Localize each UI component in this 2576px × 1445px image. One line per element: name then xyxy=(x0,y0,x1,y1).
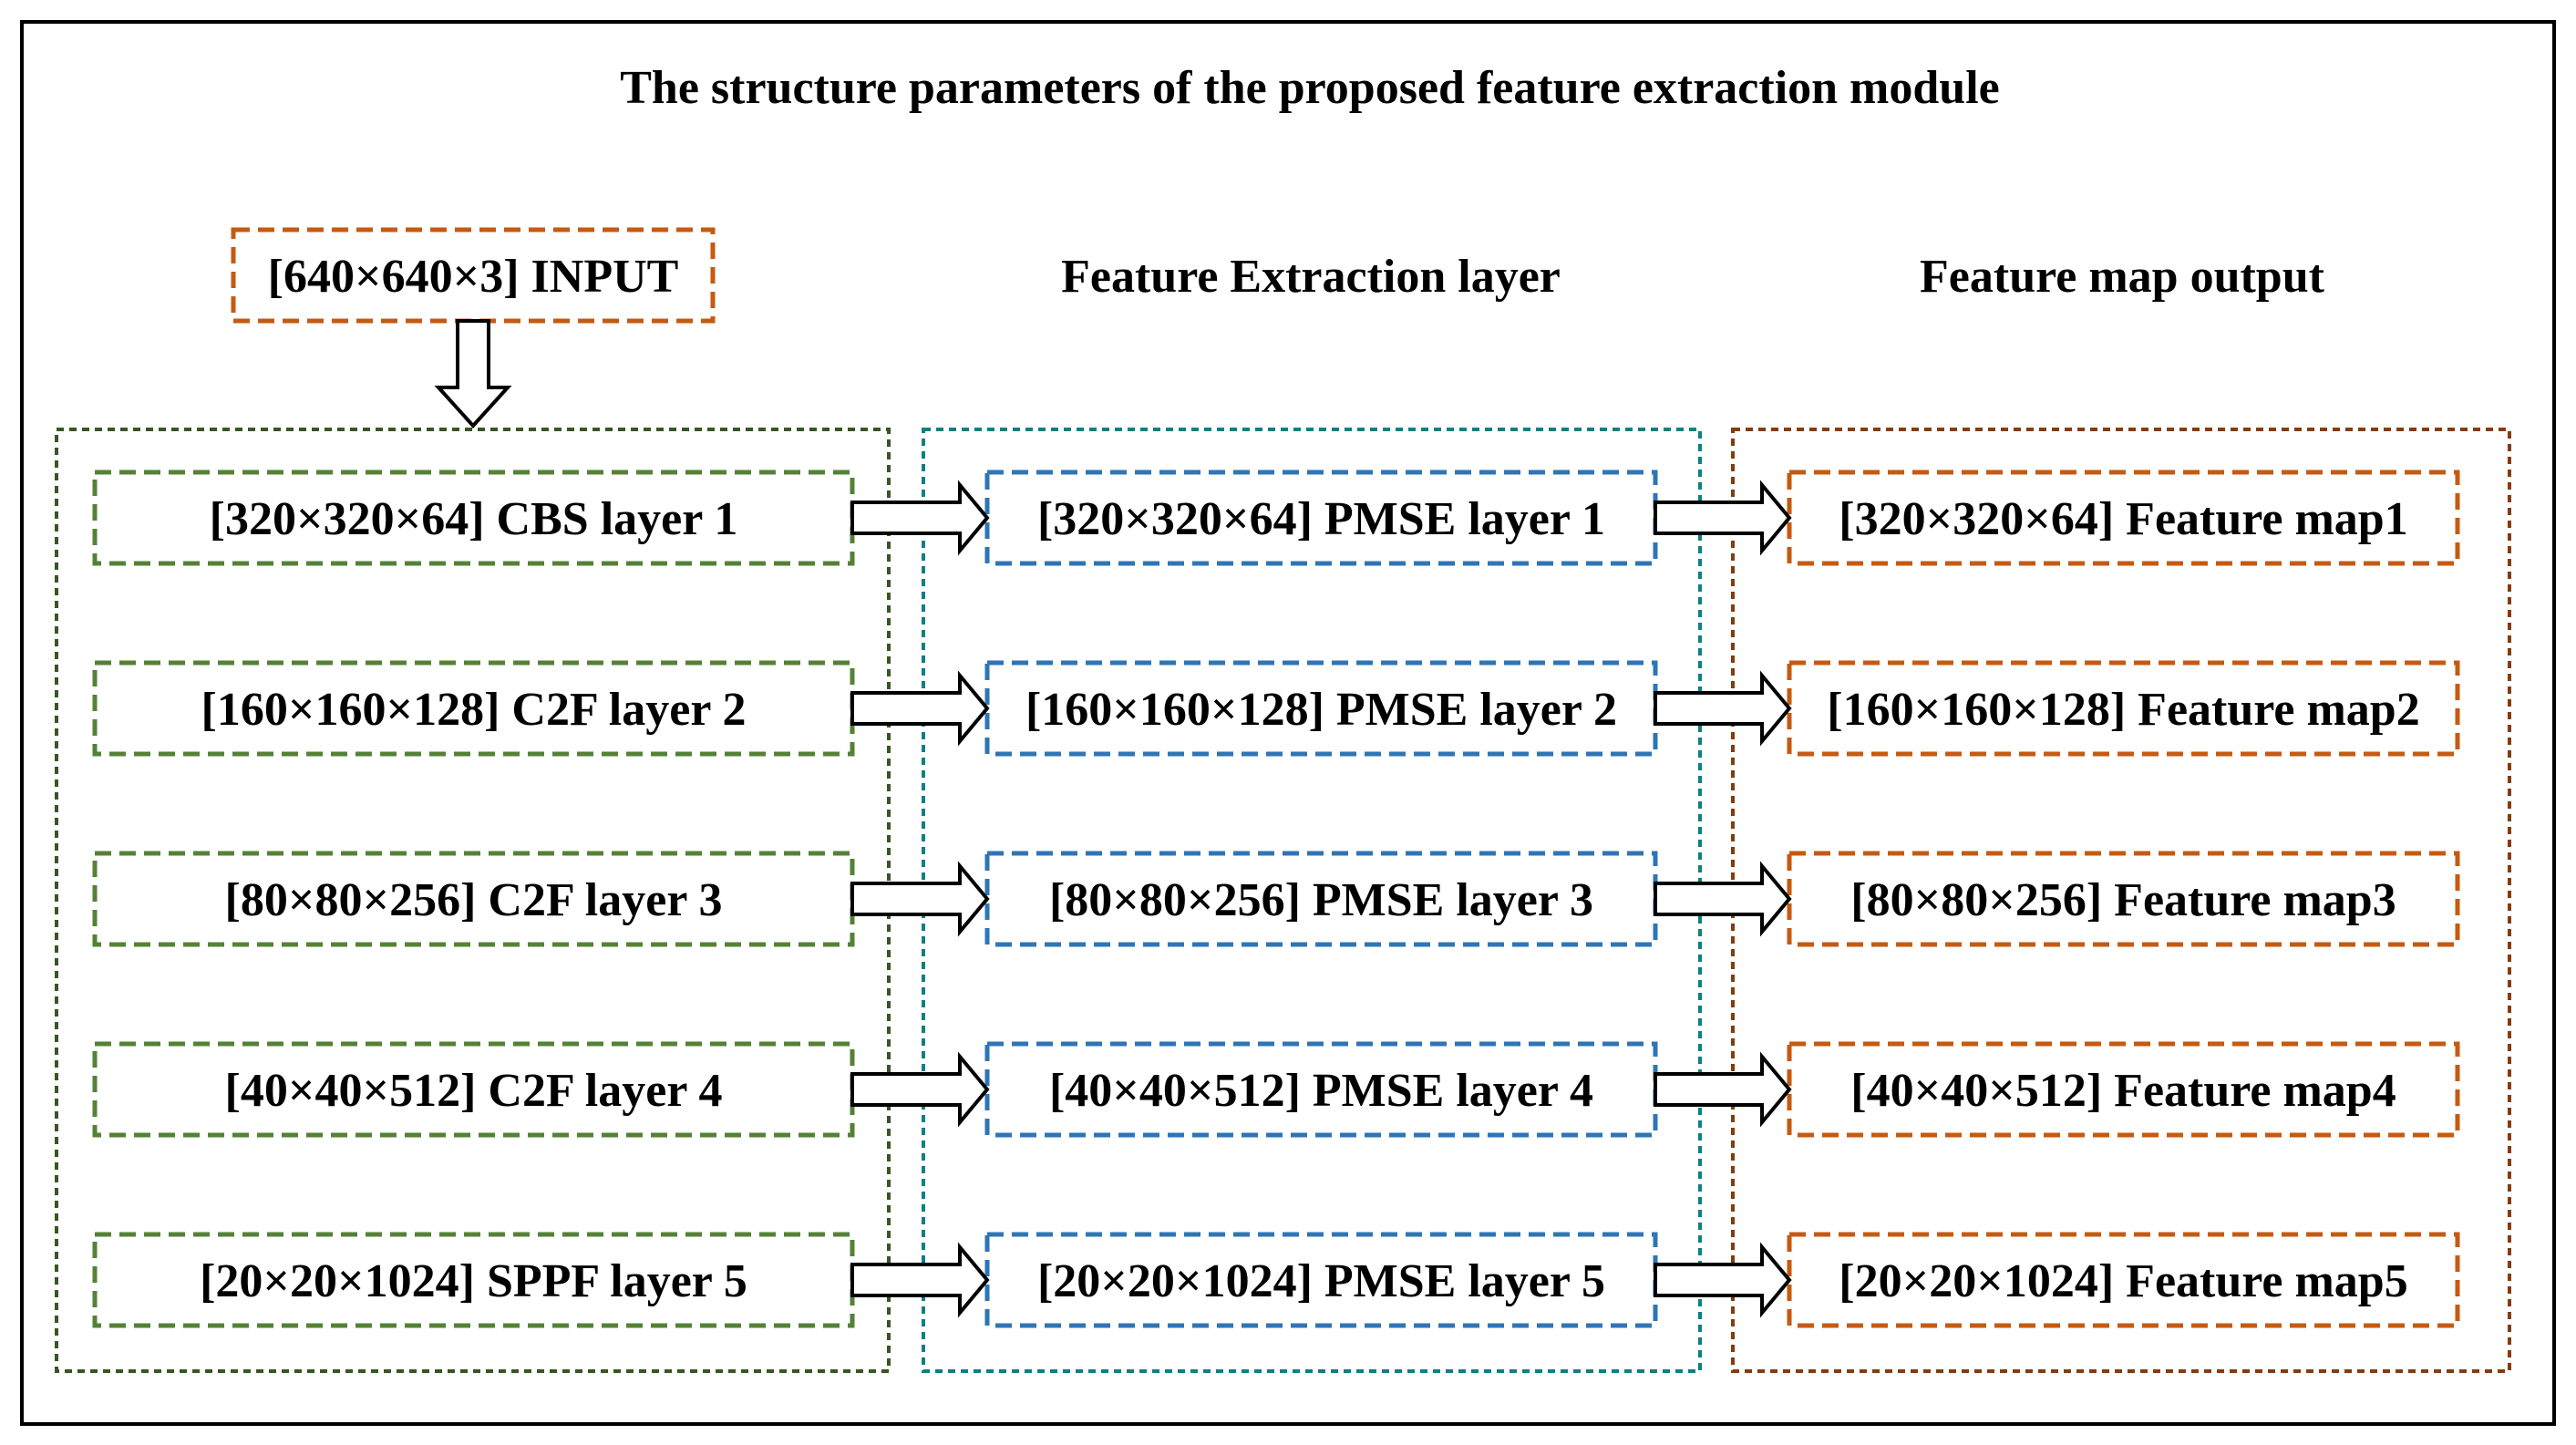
layer-rows: [320×320×64] CBS layer 1 [320×320×64] PMS… xyxy=(92,470,2460,1328)
backbone-layer-box-label: [20×20×1024] SPPF layer 5 xyxy=(200,1255,747,1307)
backbone-layer-box-label: [320×320×64] CBS layer 1 xyxy=(210,493,738,545)
feature-map-box xyxy=(1787,1041,2460,1138)
pmse-layer-box-label: [20×20×1024] PMSE layer 5 xyxy=(1037,1255,1605,1307)
feature-map-box xyxy=(1787,1232,2460,1328)
pmse-layer-box-label: [40×40×512] PMSE layer 4 xyxy=(1049,1065,1593,1117)
diagram-title: The structure parameters of the proposed… xyxy=(620,62,2000,114)
feature-map-box-label: [320×320×64] Feature map1 xyxy=(1839,493,2407,545)
feature-map-box-label: [20×20×1024] Feature map5 xyxy=(1839,1255,2407,1307)
backbone-layer-box-label: [40×40×512] C2F layer 4 xyxy=(225,1065,723,1117)
pmse-layer-box-label: [80×80×256] PMSE layer 3 xyxy=(1049,874,1593,926)
flow-arrow xyxy=(850,1051,990,1128)
input-label: [640×640×3] INPUT xyxy=(268,251,679,303)
backbone-layer-box-label: [80×80×256] C2F layer 3 xyxy=(225,874,723,926)
pmse-layer-box-label: [320×320×64] PMSE layer 1 xyxy=(1037,493,1605,545)
flow-arrow xyxy=(850,1242,990,1318)
flow-arrow xyxy=(1654,1242,1792,1318)
outer-frame xyxy=(20,20,2556,1426)
flow-arrow xyxy=(1654,670,1792,747)
feature-map-box xyxy=(1787,470,2460,566)
flow-arrow xyxy=(850,480,990,556)
pmse-layer-box-label: [160×160×128] PMSE layer 2 xyxy=(1025,684,1617,736)
flow-arrow xyxy=(850,670,990,747)
input-down-arrow xyxy=(434,319,512,428)
input-box xyxy=(231,227,716,324)
feature-map-box-label: [40×40×512] Feature map4 xyxy=(1850,1065,2396,1117)
feature-map-box xyxy=(1787,851,2460,947)
backbone-layer-box-label: [160×160×128] C2F layer 2 xyxy=(201,684,747,736)
feature-map-box-label: [80×80×256] Feature map3 xyxy=(1850,874,2396,926)
feature-map-box xyxy=(1787,660,2460,757)
feature-map-box-label: [160×160×128] Feature map2 xyxy=(1827,684,2419,736)
header-feature-map-output: Feature map output xyxy=(1920,251,2325,303)
flow-arrow xyxy=(1654,480,1792,556)
header-feature-extraction: Feature Extraction layer xyxy=(1061,251,1561,303)
flow-arrow xyxy=(1654,861,1792,937)
flow-arrow xyxy=(850,861,990,937)
flow-arrow xyxy=(1654,1051,1792,1128)
